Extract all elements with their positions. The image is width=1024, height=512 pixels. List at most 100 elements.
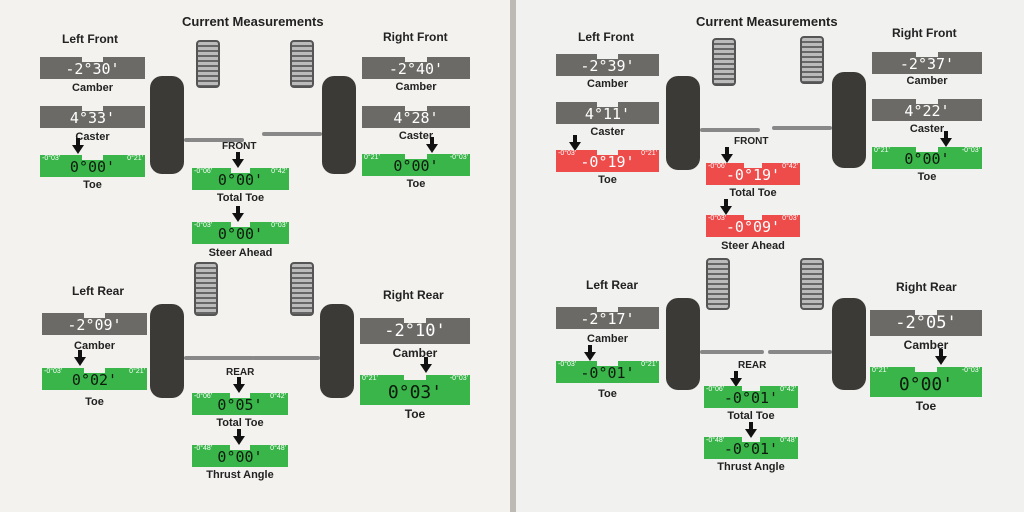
right-front-toe-min: 0°21' [364,154,380,161]
rear-axle-label: REAR [226,367,255,378]
front-total-toe-arrow [721,147,733,163]
right-front-caster-label: Caster [909,123,945,135]
right-rear-camber-gauge: -2°10' [360,318,470,344]
rear-total-toe-arrow [233,377,245,393]
left-rear-camber-gauge: -2°09' [42,313,147,335]
rear-total-toe-gauge: -0°06' 0°42' -0°01' [704,386,798,408]
right-front-camber-label: Camber [906,75,948,87]
rear-total-toe-value: 0°05' [217,396,263,414]
rear-total-toe-max: 0°42' [270,393,286,400]
left-rear-toe-value: -0°01' [580,364,635,382]
left-rear-toe-label: Toe [598,388,617,400]
left-rear-toe-arrow [74,350,86,366]
rear-total-toe-label: Total Toe [727,410,775,422]
thrust-angle-max: 0°48' [270,445,286,452]
steer-ahead-max: 0°03' [271,222,287,229]
steer-ahead-max: 0°03' [782,215,798,222]
thrust-angle-arrow [233,429,245,445]
right-front-strut [800,36,824,84]
right-front-tire [322,76,356,174]
right-front-caster-label: Caster [398,130,434,142]
right-front-toe-label: Toe [917,171,937,183]
front-total-toe-value: -0°19' [725,166,781,184]
right-front-caster-gauge: 4°22' [872,99,982,121]
right-rear-camber-gauge: -2°05' [870,310,982,336]
right-front-control-arm [262,132,322,136]
left-front-toe-gauge: -0°03' 0°21' -0°19' [556,150,659,172]
left-front-toe-indicator-arrow [569,135,581,151]
rear-total-toe-arrow [730,371,742,387]
front-total-toe-gauge: -0°06' 0°42' 0°00' [192,168,289,190]
rear-total-toe-gauge: -0°06' 0°42' 0°05' [192,393,288,415]
left-front-camber-value: -2°39' [580,57,635,75]
right-front-toe-max: -0°03' [961,147,980,154]
thrust-angle-min: -0°48' [194,445,213,452]
front-total-toe-min: -0°06' [194,168,213,175]
right-rear-camber-value: -2°05' [895,313,957,333]
front-axle-label: FRONT [222,141,257,152]
left-front-caster-label: Caster [75,131,110,143]
left-rear-strut [706,258,730,310]
left-front-caster-gauge: 4°11' [556,102,659,124]
left-rear-tire [666,298,700,390]
front-total-toe-min: -0°06' [708,163,727,170]
right-front-toe-label: Toe [406,178,426,190]
left-rear-strut [194,262,218,316]
left-front-strut [712,38,736,86]
thrust-angle-label: Thrust Angle [206,469,274,481]
right-front-toe-value: 0°00' [393,157,439,175]
left-rear-toe-value: 0°02' [71,371,118,389]
left-rear-control-arm [700,350,764,354]
right-front-caster-gauge: 4°28' [362,106,470,128]
front-total-toe-gauge: -0°06' 0°42' -0°19' [706,163,800,185]
steer-ahead-min: -0°03' [194,222,213,229]
right-front-control-arm [772,126,832,130]
left-rear-tire [150,304,184,398]
right-front-toe-gauge: 0°21' -0°03' 0°00' [872,147,982,169]
left-rear-toe-max: 0°21' [641,361,657,368]
left-front-toe-max: 0°21' [641,150,657,157]
right-front-toe-min: 0°21' [874,147,890,154]
right-rear-title: Right Rear [896,280,957,294]
left-front-camber-value: -2°30' [65,60,120,78]
steer-ahead-gauge: -0°03' 0°03' 0°00' [192,222,289,244]
left-front-toe-value: -0°19' [580,153,635,171]
alignment-sheet-before: Current Measurements Left Front -2°30' C… [0,0,510,512]
right-front-toe-max: -0°03' [449,154,468,161]
left-rear-toe-min: -0°03' [558,361,577,368]
right-front-tire [832,72,866,168]
right-rear-toe-arrow [935,349,947,365]
right-rear-camber-value: -2°10' [384,321,446,341]
front-total-toe-label: Total Toe [216,192,265,204]
left-front-control-arm [184,138,244,142]
right-rear-tire [832,298,866,390]
steer-ahead-value: 0°00' [217,225,264,243]
rear-total-toe-min: -0°06' [194,393,213,400]
left-front-toe-max: 0°21' [127,155,143,162]
left-rear-control-arm [184,356,254,360]
left-rear-title: Left Rear [586,278,639,292]
thrust-angle-gauge: -0°48' 0°48' -0°01' [704,437,798,459]
left-rear-camber-label: Camber [74,340,115,352]
sheet-title: Current Measurements [182,14,324,29]
right-front-caster-value: 4°28' [393,109,439,127]
right-front-camber-gauge: -2°37' [872,52,982,74]
left-front-toe-min: -0°03' [42,155,61,162]
left-rear-camber-value: -2°09' [67,316,122,334]
left-front-title: Left Front [62,32,118,46]
left-front-caster-value: 4°33' [69,109,116,127]
left-rear-toe-gauge: -0°03' 0°21' -0°01' [556,361,659,383]
thrust-angle-min: -0°48' [706,437,725,444]
steer-ahead-value: -0°09' [725,218,781,236]
right-rear-toe-max: -0°03' [449,375,468,382]
right-front-toe-indicator-arrow [426,137,438,153]
right-front-strut [290,40,314,88]
thrust-angle-gauge: -0°48' 0°48' 0°00' [192,445,288,467]
front-total-toe-label: Total Toe [729,187,777,199]
right-rear-toe-value: 0°00' [898,374,954,395]
right-rear-camber-label: Camber [392,346,438,360]
left-front-toe-min: -0°03' [558,150,577,157]
sheet-title: Current Measurements [696,14,838,29]
right-front-caster-value: 4°22' [904,102,950,120]
right-rear-tire [320,304,354,398]
